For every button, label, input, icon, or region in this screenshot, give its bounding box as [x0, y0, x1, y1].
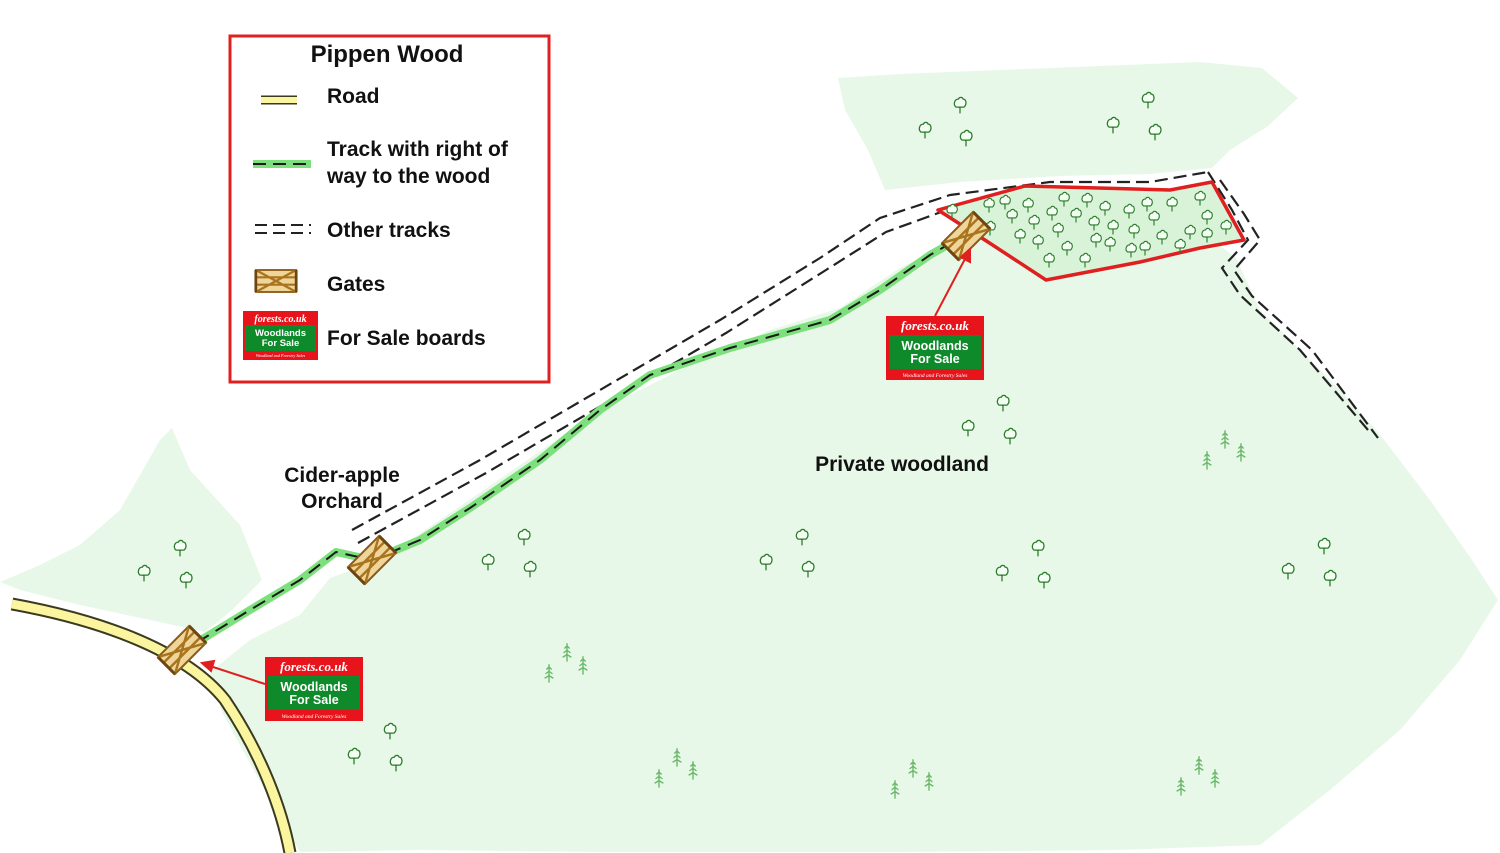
sign-tagline: Woodland and Forestry Sales [256, 353, 306, 358]
sign-arrows [199, 246, 971, 685]
right-of-way-track [175, 231, 967, 658]
legend-road-label: Road [327, 85, 380, 108]
orchard-label-line1: Cider-apple [284, 464, 400, 487]
legend-track-label-line1: Track with right of [327, 138, 509, 161]
other-tracks [351, 170, 1379, 544]
private-woodland-label: Private woodland [815, 453, 989, 476]
legend-title: Pippen Wood [311, 41, 464, 68]
sign-line1: Woodlands [901, 339, 968, 353]
legend-track-label-line2: way to the wood [326, 165, 490, 188]
legend-other-tracks-label: Other tracks [327, 219, 451, 242]
other-tracks-icon [255, 224, 311, 234]
legend: Pippen Wood Road Track with right of way… [228, 34, 551, 384]
sign-tagline: Woodland and Forestry Sales [903, 373, 968, 379]
for-sale-board-plot: forests.co.uk Woodlands For Sale Woodlan… [886, 316, 984, 380]
sign-tagline: Woodland and Forestry Sales [282, 714, 347, 720]
sign-brand: forests.co.uk [901, 318, 969, 333]
sign-line2: For Sale [262, 338, 300, 349]
sign-brand: forests.co.uk [254, 314, 306, 325]
orchard-label-line2: Orchard [301, 490, 383, 513]
sign-brand: forests.co.uk [280, 659, 348, 674]
legend-sale-boards-label: For Sale boards [327, 327, 486, 350]
sign-line2: For Sale [910, 352, 959, 366]
gate-icon [254, 268, 298, 294]
legend-gates-label: Gates [327, 273, 385, 296]
woodland-north-area [838, 62, 1298, 190]
orchard-area [0, 428, 262, 632]
woodland-for-sale-plot [936, 180, 1246, 282]
woodland-main-area [210, 230, 1498, 852]
for-sale-board-road: forests.co.uk Woodlands For Sale Woodlan… [265, 657, 363, 721]
sign-line1: Woodlands [255, 328, 306, 339]
sign-line2: For Sale [289, 693, 338, 707]
for-sale-board-icon: forests.co.uk Woodlands For Sale Woodlan… [243, 311, 318, 360]
sign-line1: Woodlands [280, 680, 347, 694]
